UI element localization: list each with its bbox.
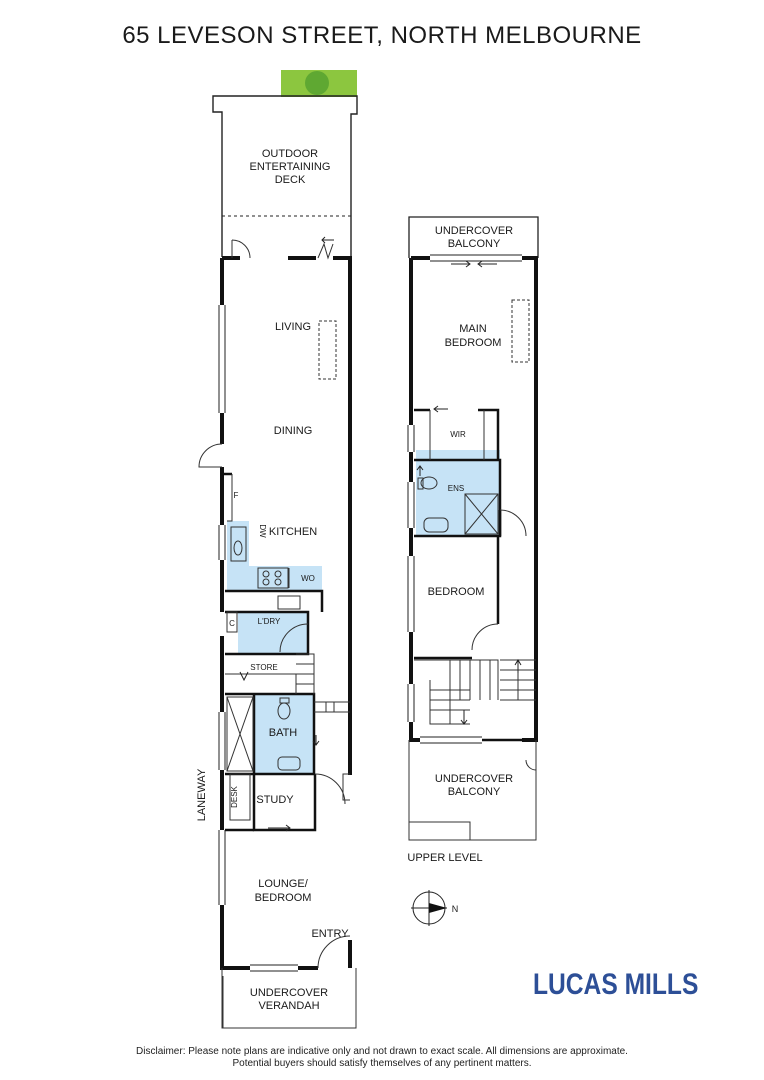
disclaimer-line-2: Potential buyers should satisfy themselv… bbox=[232, 1058, 532, 1069]
wet-areas bbox=[227, 521, 322, 774]
brand-logo: LUCAS MILLS bbox=[533, 968, 699, 1001]
garden-strip bbox=[281, 70, 357, 97]
verandah-label-1: UNDERCOVER bbox=[250, 987, 328, 999]
study-label: STUDY bbox=[256, 794, 294, 806]
upper-balcony-top-outline bbox=[408, 216, 539, 258]
balcony-bottom-label-2: BALCONY bbox=[448, 786, 501, 798]
lounge-label-2: BEDROOM bbox=[255, 892, 312, 904]
wall-oven-label: WO bbox=[301, 574, 315, 583]
laundry-label: L'DRY bbox=[258, 617, 281, 626]
upper-windows bbox=[407, 254, 522, 744]
laneway-label: LANEWAY bbox=[196, 768, 208, 821]
wir-label: WIR bbox=[450, 430, 466, 439]
north-arrow-icon bbox=[411, 890, 447, 926]
balcony-top-label-2: BALCONY bbox=[448, 238, 501, 250]
verandah-label-2: VERANDAH bbox=[258, 1000, 319, 1012]
main-bedroom-label-2: BEDROOM bbox=[445, 337, 502, 349]
door-arrows bbox=[239, 236, 334, 832]
living-label: LIVING bbox=[275, 321, 311, 333]
ground-windows bbox=[218, 305, 298, 972]
kitchen-label: KITCHEN bbox=[269, 526, 317, 538]
upper-level-label: UPPER LEVEL bbox=[407, 852, 482, 864]
entry-label: ENTRY bbox=[311, 928, 349, 940]
lounge-label-1: LOUNGE/ bbox=[258, 878, 308, 890]
ground-walls bbox=[220, 256, 352, 970]
ensuite-label: ENS bbox=[448, 484, 464, 493]
upper-arrows bbox=[416, 260, 522, 725]
balcony-bottom-label-1: UNDERCOVER bbox=[435, 773, 513, 785]
disclaimer-line-1: Disclaimer: Please note plans are indica… bbox=[136, 1046, 628, 1057]
north-label: N bbox=[452, 904, 459, 914]
deck-label-3: DECK bbox=[275, 174, 306, 186]
disclaimer: Disclaimer: Please note plans are indica… bbox=[0, 1046, 764, 1070]
deck-label-1: OUTDOOR bbox=[262, 148, 318, 160]
outdoor-deck-outline bbox=[212, 95, 358, 257]
deck-label-2: ENTERTAINING bbox=[250, 161, 331, 173]
bedroom-label: BEDROOM bbox=[428, 586, 485, 598]
upper-walls bbox=[409, 256, 538, 742]
ensuite-tile bbox=[416, 450, 500, 536]
ground-thin-lines bbox=[198, 239, 357, 1029]
ground-interior-walls bbox=[222, 472, 324, 832]
page-title: 65 LEVESON STREET, NORTH MELBOURNE bbox=[122, 22, 642, 49]
upper-interior-walls bbox=[414, 408, 522, 742]
cupboard-label: C bbox=[229, 619, 235, 628]
desk-label: DESK bbox=[230, 785, 239, 807]
store-label: STORE bbox=[250, 663, 277, 672]
bath-label: BATH bbox=[269, 727, 298, 739]
dining-label: DINING bbox=[274, 425, 313, 437]
upper-thin-lines bbox=[408, 299, 537, 841]
main-bedroom-label-1: MAIN bbox=[459, 323, 487, 335]
balcony-top-label-1: UNDERCOVER bbox=[435, 225, 513, 237]
dishwasher-label: DW bbox=[258, 524, 267, 538]
fridge-label: F bbox=[234, 491, 239, 500]
